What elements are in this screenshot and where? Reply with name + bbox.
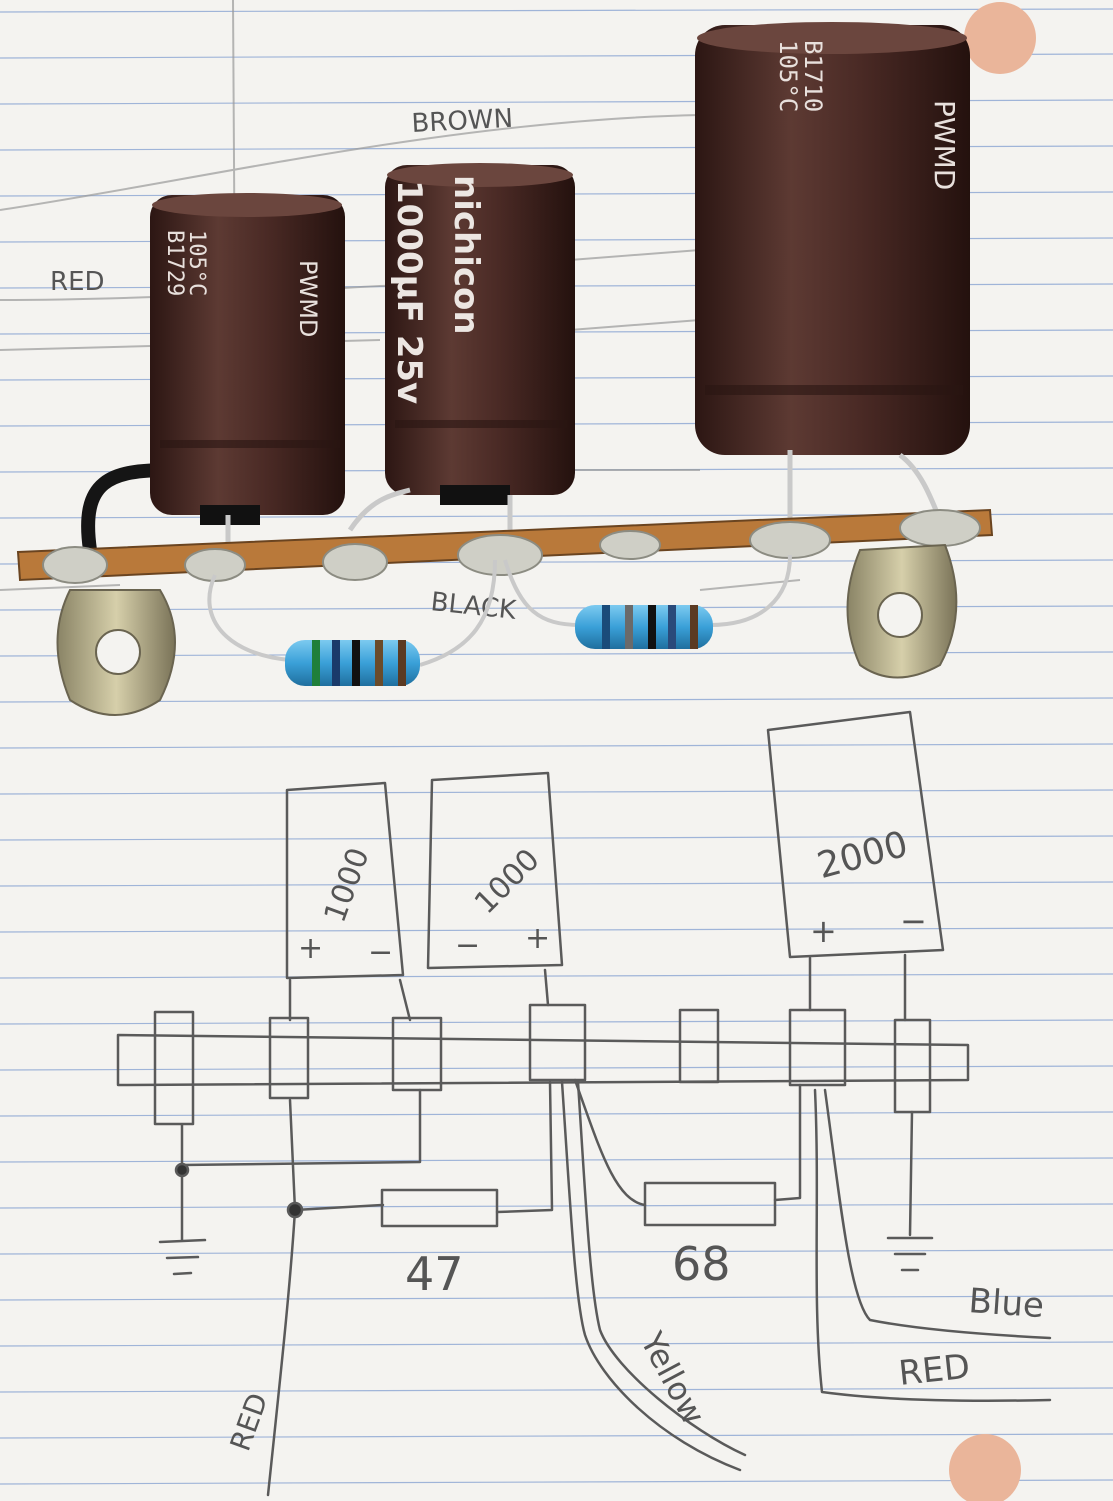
sketch-capacitor-2-plus: + [525, 921, 550, 956]
sketch-capacitor-1 [285, 781, 405, 980]
capacitor-3: 105°C B1710 PWMD [695, 22, 970, 455]
capacitor-3-label-a: 105°C [774, 40, 802, 112]
wire-label-red-right: RED [897, 1347, 972, 1394]
capacitor-2-label-b: nichicon [446, 175, 486, 335]
capacitor-3-label-b: B1710 [799, 40, 827, 112]
capacitor-1-label-a: 105°C [184, 230, 209, 296]
sketch-capacitor-1-minus: − [368, 935, 393, 970]
capacitor-3-label-c: PWMD [928, 100, 961, 190]
capacitor-1-label-c: PWMD [294, 260, 322, 337]
binder-hole-top [964, 2, 1036, 74]
capacitor-1-label-b: B1729 [162, 230, 187, 296]
mounting-lug-right [846, 543, 958, 679]
sketch-terminal-strip [116, 1033, 970, 1087]
capacitor-2: 1000µF 25v nichicon [385, 163, 575, 505]
photo-assembly: 105°C B1729 PWMD 1000µF 25v nichicon 105… [16, 22, 994, 716]
sketch-resistor-47-value: 47 [405, 1247, 464, 1301]
resistor-photo-1 [285, 640, 420, 686]
mounting-lug-left [56, 589, 176, 716]
sketch-capacitor-3-minus: − [900, 902, 927, 940]
resistor-photo-2 [575, 605, 713, 649]
sketch-capacitor-3 [766, 710, 945, 959]
sketch-capacitor-2 [426, 771, 564, 970]
sketch-resistor-68-value: 68 [672, 1237, 731, 1291]
sketch-capacitor-1-plus: + [298, 931, 323, 966]
sketch-resistor-47 [380, 1188, 499, 1228]
sketch-resistor-68 [643, 1181, 777, 1227]
pencil-schematic [116, 710, 1052, 1497]
wire-label-blue: Blue [967, 1281, 1045, 1326]
sketch-capacitor-3-plus: + [810, 912, 837, 950]
solder-joints [42, 509, 981, 584]
capacitor-1: 105°C B1729 PWMD [150, 193, 345, 525]
capacitor-2-label-a: 1000µF 25v [389, 180, 429, 404]
binder-hole-bottom [949, 1434, 1021, 1501]
paper-label-red: RED [50, 267, 105, 297]
sketch-capacitor-2-minus: − [455, 928, 480, 963]
paper-label-brown: BROWN [411, 104, 514, 139]
resistor-leads [207, 554, 792, 667]
